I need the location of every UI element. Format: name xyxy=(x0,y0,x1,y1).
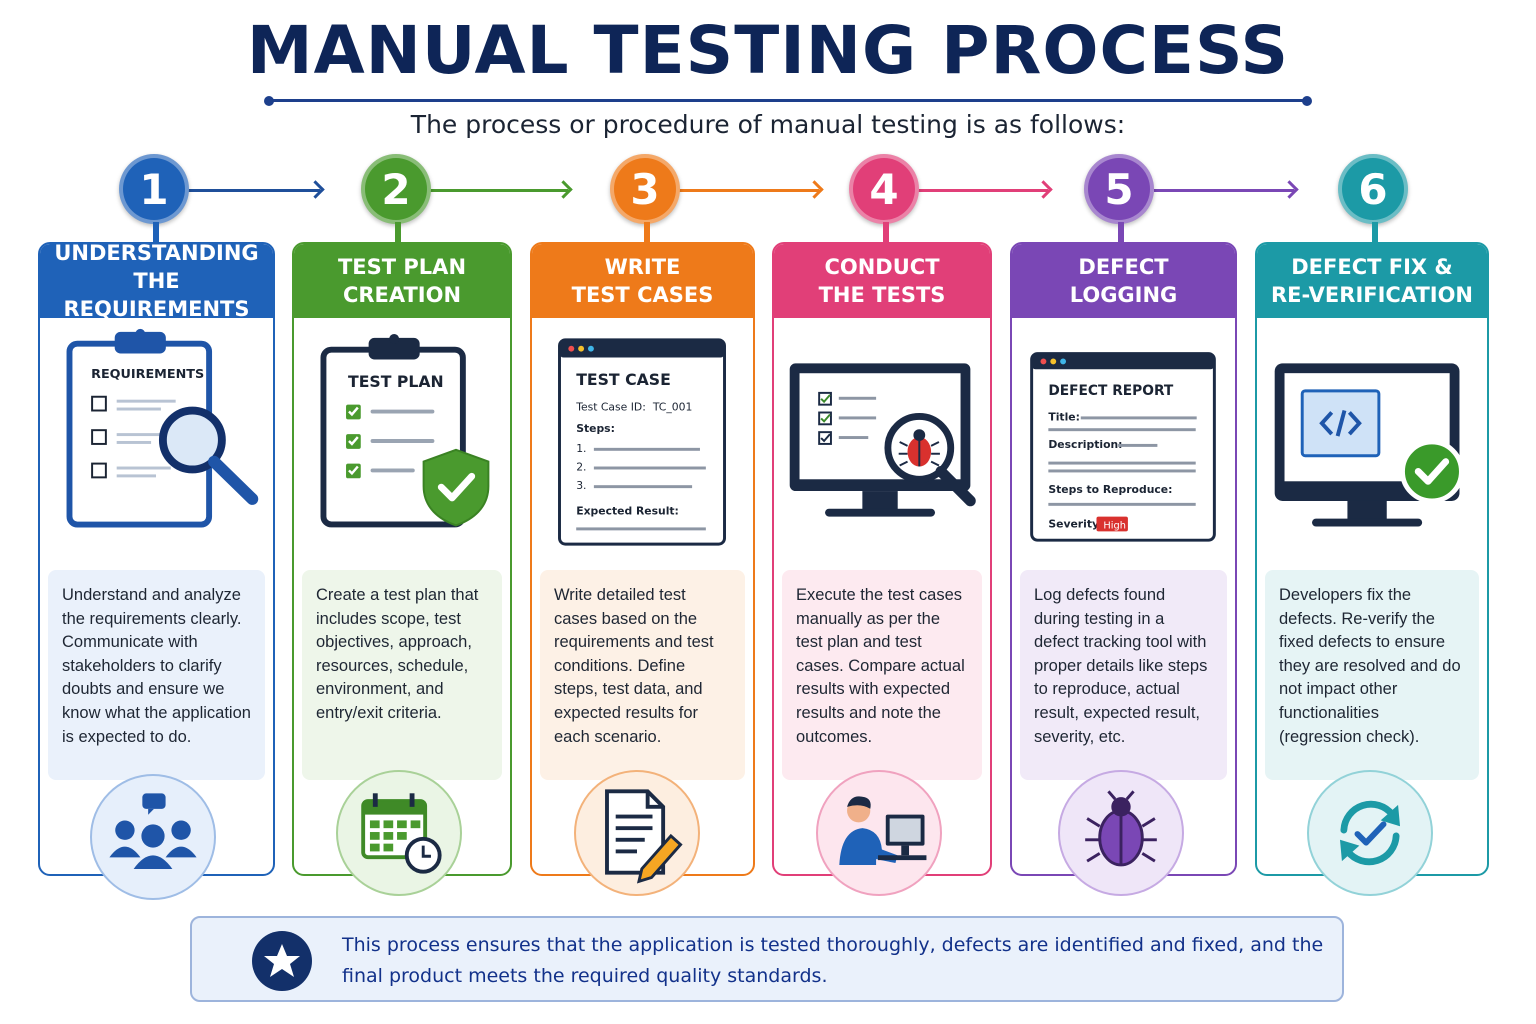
step-card: CONDUCT THE TESTS Execute the test cases… xyxy=(772,242,992,876)
step-number: 2. xyxy=(576,460,586,473)
step-title: DEFECT LOGGING xyxy=(1012,244,1235,318)
severity-value: High xyxy=(1103,520,1126,531)
step-number-badge: 4 xyxy=(849,154,919,224)
defect-description-label: Description: xyxy=(1048,438,1122,451)
document-pencil-icon xyxy=(574,770,700,896)
illustration-label: DEFECT REPORT xyxy=(1048,383,1174,399)
step-connector xyxy=(883,222,889,244)
step-card: DEFECT FIX & RE-VERIFICATION Developers … xyxy=(1255,242,1489,876)
step-card: UNDERSTANDING THE REQUIREMENTS REQUIREME… xyxy=(38,242,275,876)
step-title: WRITE TEST CASES xyxy=(532,244,753,318)
step-description: Create a test plan that includes scope, … xyxy=(302,570,502,780)
step-number-badge: 1 xyxy=(119,154,189,224)
step-number: 3. xyxy=(576,479,586,492)
severity-label: Severity: xyxy=(1048,517,1103,530)
step-title: CONDUCT THE TESTS xyxy=(774,244,990,318)
step-title: DEFECT FIX & RE-VERIFICATION xyxy=(1257,244,1487,318)
clipboard-shield-icon: TEST PLAN xyxy=(320,333,490,528)
defect-title-label: Title: xyxy=(1048,410,1080,423)
illustration-label: REQUIREMENTS xyxy=(91,367,204,382)
step-number: 1. xyxy=(576,442,586,455)
illustration-label: TEST CASE xyxy=(576,370,671,389)
step-card: WRITE TEST CASES TEST CASE Test Case ID:… xyxy=(530,242,755,876)
step-title: UNDERSTANDING THE REQUIREMENTS xyxy=(40,244,273,321)
step-description: Log defects found during testing in a de… xyxy=(1020,570,1227,780)
step-connector xyxy=(395,222,401,244)
arrow-3-to-4 xyxy=(679,189,819,192)
steps-to-reproduce-label: Steps to Reproduce: xyxy=(1048,483,1172,496)
step-number-badge: 2 xyxy=(361,154,431,224)
footer-note: This process ensures that the applicatio… xyxy=(190,916,1344,1002)
test-case-id-value: TC_001 xyxy=(652,401,693,414)
stakeholders-icon xyxy=(90,774,216,900)
arrow-5-to-6 xyxy=(1154,189,1294,192)
step-number-badge: 5 xyxy=(1084,154,1154,224)
arrow-1-to-2 xyxy=(186,189,320,192)
expected-result-label: Expected Result: xyxy=(576,505,679,518)
title-divider xyxy=(264,95,1312,106)
footer-text: This process ensures that the applicatio… xyxy=(342,934,1324,987)
step-number-badge: 3 xyxy=(610,154,680,224)
page-subtitle: The process or procedure of manual testi… xyxy=(410,110,1126,139)
calendar-clock-icon xyxy=(336,770,462,896)
defect-report-window-icon: DEFECT REPORT Title: Description: Steps … xyxy=(1030,352,1216,542)
clipboard-magnifier-icon: REQUIREMENTS xyxy=(66,328,259,528)
tester-at-computer-icon xyxy=(816,770,942,896)
step-description: Developers fix the defects. Re-verify th… xyxy=(1265,570,1479,780)
test-case-id-label: Test Case ID: xyxy=(575,401,646,414)
step-connector xyxy=(1118,222,1124,244)
monitor-code-check-icon xyxy=(1274,363,1464,527)
step-connector xyxy=(153,222,159,244)
illustration-label: TEST PLAN xyxy=(348,372,444,391)
step-description: Write detailed test cases based on the r… xyxy=(540,570,745,780)
arrow-4-to-5 xyxy=(918,189,1048,192)
test-case-window-icon: TEST CASE Test Case ID: TC_001 Steps: 1.… xyxy=(558,338,726,546)
step-description: Understand and analyze the requirements … xyxy=(48,570,265,780)
step-description: Execute the test cases manually as per t… xyxy=(782,570,982,780)
step-connector xyxy=(644,222,650,244)
step-number-badge: 6 xyxy=(1338,154,1408,224)
arrow-2-to-3 xyxy=(430,189,568,192)
bug-icon xyxy=(1058,770,1184,896)
steps-label: Steps: xyxy=(576,422,615,435)
star-icon xyxy=(252,931,312,991)
step-connector xyxy=(1372,222,1378,244)
step-title: TEST PLAN CREATION xyxy=(294,244,510,318)
monitor-bug-magnifier-icon xyxy=(789,363,976,517)
refresh-check-icon xyxy=(1307,770,1433,896)
page-title: MANUAL TESTING PROCESS xyxy=(246,12,1290,89)
